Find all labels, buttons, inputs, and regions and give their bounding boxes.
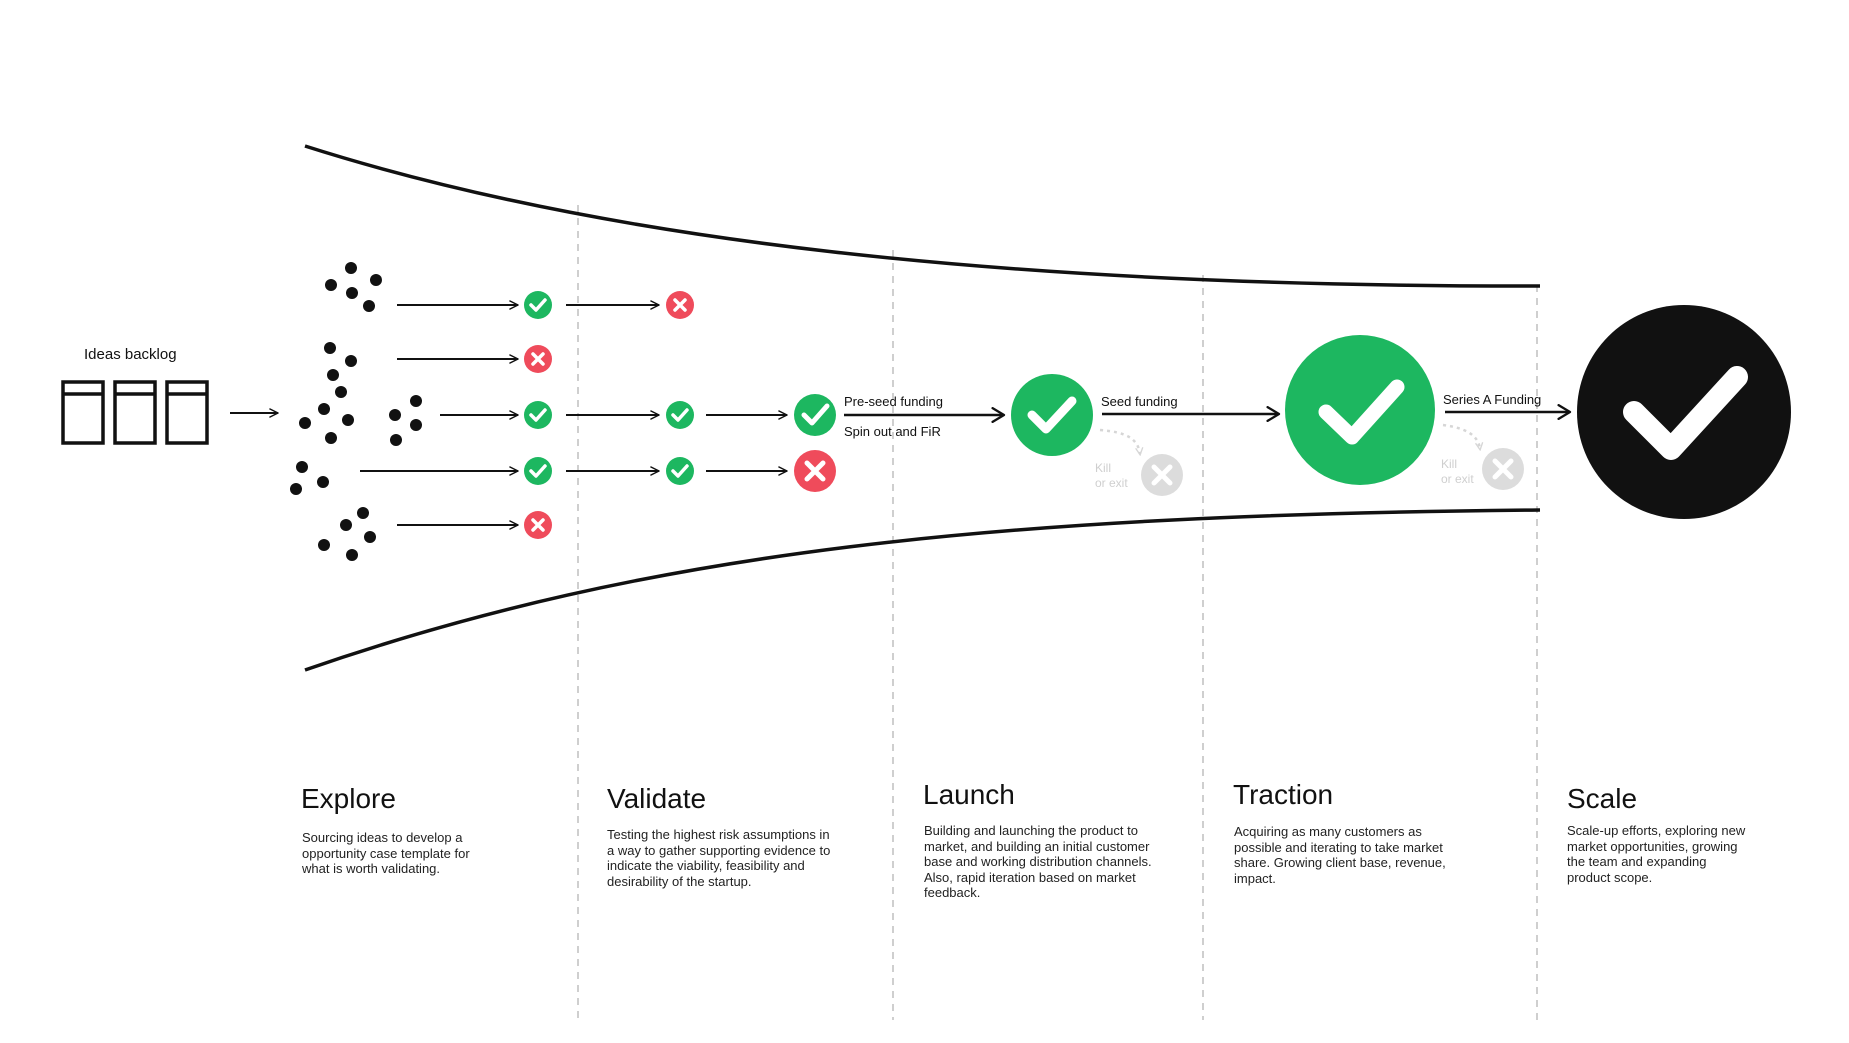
backlog-grid-icon <box>61 380 209 445</box>
cross-icon <box>524 345 552 373</box>
check-icon <box>666 401 694 429</box>
check-icon <box>524 291 552 319</box>
stage-title-scale: Scale <box>1567 783 1638 814</box>
funnel-top-curve <box>304 144 1541 288</box>
exit-label: or exit <box>1441 472 1474 486</box>
check-icon <box>524 457 552 485</box>
kill-label: Kill <box>1441 457 1457 471</box>
stage-title-traction: Traction <box>1233 779 1334 810</box>
stage-desc-explore: Sourcing ideas to develop a opportunity … <box>302 830 470 876</box>
stage-desc-validate: Testing the highest risk assumptions in … <box>607 827 831 889</box>
exit-label: or exit <box>1095 476 1128 490</box>
kill-label: Kill <box>1095 461 1111 475</box>
preseed-funding-label: Pre-seed funding <box>844 394 943 409</box>
stage-desc-traction: Acquiring as many customers as possible … <box>1234 824 1446 886</box>
stage-title-validate: Validate <box>607 783 707 814</box>
stage-title-explore: Explore <box>301 783 396 814</box>
traction-check-icon <box>1285 335 1435 485</box>
funnel-bottom-curve <box>304 508 1541 672</box>
check-icon <box>524 401 552 429</box>
series-a-funding-label: Series A Funding <box>1443 392 1541 407</box>
stage-title-launch: Launch <box>923 779 1015 810</box>
backlog-label: Ideas backlog <box>84 346 177 363</box>
stage-dividers <box>577 205 1538 1020</box>
stage-desc-launch: Building and launching the product to ma… <box>924 823 1152 900</box>
cross-icon <box>666 291 694 319</box>
kill-exit-traction: Kill or exit <box>1441 423 1524 490</box>
idea-dots <box>290 262 422 561</box>
stage-desc-scale: Scale-up efforts, exploring new market o… <box>1567 823 1746 885</box>
kill-exit-launch: Kill or exit <box>1095 428 1183 496</box>
spinout-label: Spin out and FiR <box>844 424 941 439</box>
seed-funding-label: Seed funding <box>1101 394 1178 409</box>
cross-icon <box>524 511 552 539</box>
flow-arrows <box>360 300 1572 530</box>
check-icon <box>794 394 836 436</box>
scale-check-icon <box>1577 305 1791 519</box>
check-icon <box>666 457 694 485</box>
launch-check-icon <box>1011 374 1093 456</box>
cross-icon <box>794 450 836 492</box>
